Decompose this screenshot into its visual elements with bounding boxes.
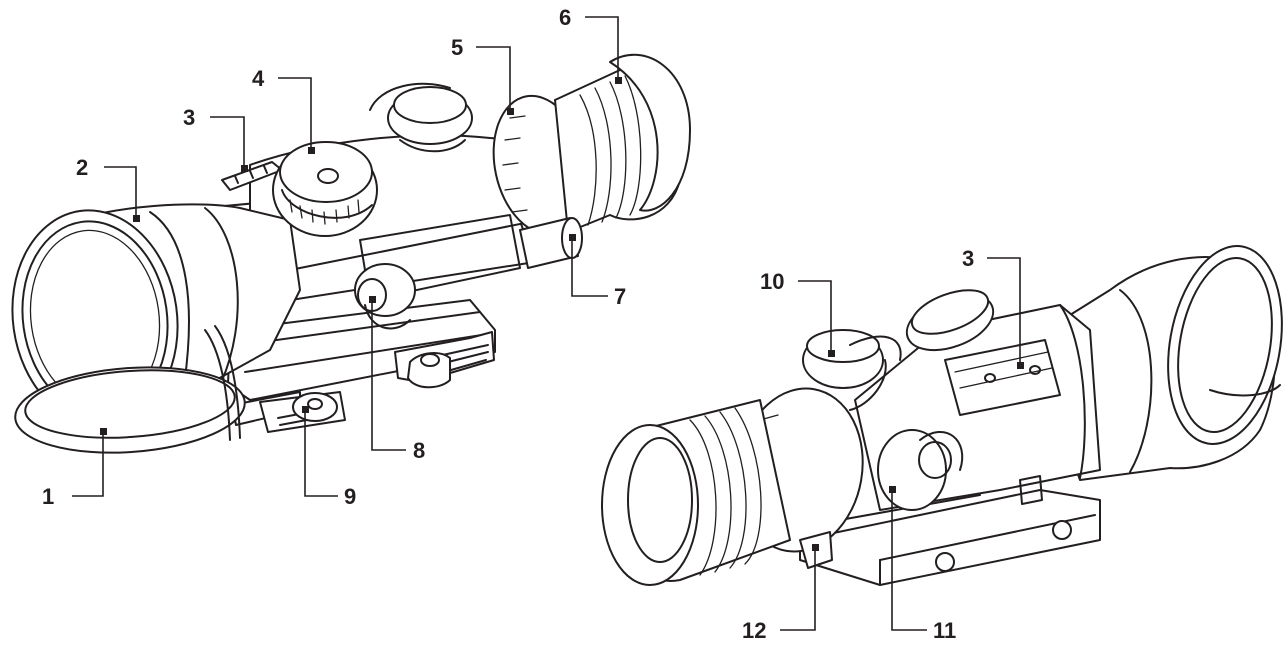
callout-leaders <box>72 16 1024 631</box>
callout-11: 11 <box>933 618 956 643</box>
right-scope-illustration <box>601 245 1283 586</box>
callout-2: 2 <box>76 155 88 180</box>
callout-9: 9 <box>344 484 356 509</box>
callout-6: 6 <box>559 5 571 30</box>
callout-3-right: 3 <box>962 246 974 271</box>
callout-1: 1 <box>42 484 54 509</box>
callout-5: 5 <box>451 35 463 60</box>
callout-4: 4 <box>252 66 265 91</box>
callout-10: 10 <box>760 269 784 294</box>
callout-7: 7 <box>614 284 626 309</box>
callout-8: 8 <box>413 438 425 463</box>
callout-3-left: 3 <box>183 105 195 130</box>
callout-labels: 1 2 3 4 5 6 7 8 9 3 10 11 12 <box>42 5 974 643</box>
callout-12: 12 <box>742 618 766 643</box>
left-scope-illustration <box>11 53 691 454</box>
